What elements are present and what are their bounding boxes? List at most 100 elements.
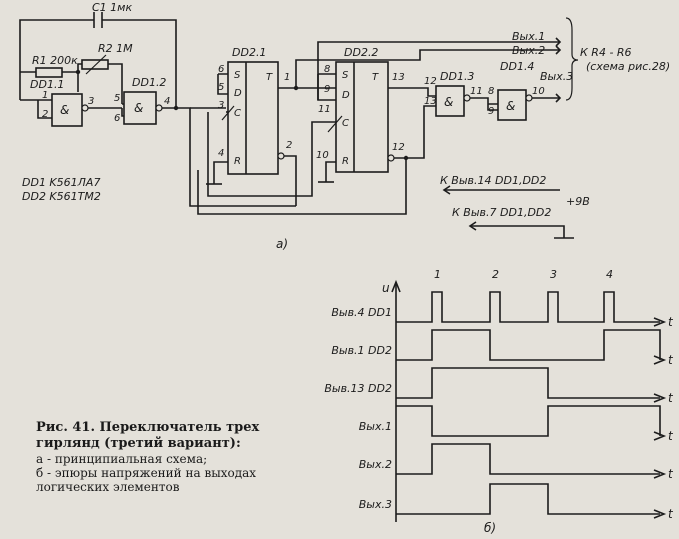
pin-5b: 5 — [218, 82, 224, 93]
c1-wire — [19, 19, 177, 108]
dd1-4-and: & — [506, 99, 515, 113]
pin-2b: 2 — [286, 140, 292, 151]
dd2-2-label: DD2.2 — [344, 46, 378, 59]
dd2-1-c: C — [234, 108, 241, 119]
dd1-2-label: DD1.2 — [132, 76, 166, 89]
out1-label: Вых.1 — [512, 30, 545, 43]
pin-11b: 11 — [470, 86, 483, 97]
r1-label: R1 200к — [32, 54, 78, 67]
parts1-label: DD1 K561ЛА7 — [22, 176, 100, 189]
dd2-2-qbar — [387, 154, 395, 162]
dd1-3-gate — [435, 85, 465, 117]
row-label: Выв.1 DD2 — [331, 344, 392, 357]
sub-a-label: а) — [276, 237, 288, 251]
node — [173, 105, 179, 111]
power-pos-v: +9В — [566, 195, 590, 208]
out-arrows — [555, 37, 562, 103]
pin-2: 2 — [42, 109, 48, 120]
caption-line-b: б - эпюры напряжений на выходах логическ… — [36, 466, 257, 494]
dd1-2-inverter — [155, 104, 163, 112]
pin-6: 6 — [114, 113, 120, 124]
t-axis-arrow — [653, 355, 667, 365]
dd2-2-clk — [207, 112, 336, 197]
dd1-3-out — [470, 97, 498, 111]
u-axis-label: u — [382, 281, 390, 295]
dd1-4-label: DD1.4 — [500, 60, 534, 73]
dd2-2-flipflop — [335, 61, 389, 173]
dd2-1-r: R — [234, 156, 241, 167]
t-axis-label: t — [668, 507, 674, 521]
t-axis-label: t — [668, 353, 674, 367]
dd1-2-inputs — [121, 103, 124, 117]
dd2-1-sd — [217, 73, 228, 95]
to-r-label: К R4 - R6 — [580, 46, 632, 59]
row-label: Выв.4 DD1 — [331, 306, 392, 319]
dd1-3-label: DD1.3 — [440, 70, 474, 83]
pin-13: 13 — [392, 72, 405, 83]
r2-resistor — [81, 59, 109, 70]
pulse-label: 1 — [434, 268, 441, 281]
waveform — [396, 443, 660, 475]
dd2-2-t: T — [372, 72, 379, 83]
row-label: Вых.1 — [359, 420, 392, 433]
dd2-1-qbar — [277, 152, 285, 160]
r1-resistor — [35, 67, 63, 78]
dd2-2-qb-to-and — [406, 105, 436, 159]
dd2-2-q — [388, 87, 436, 97]
dd2-2-fb — [197, 157, 407, 215]
pin-12b: 12 — [424, 76, 437, 87]
r2-arrow — [85, 54, 107, 75]
waveform — [396, 329, 661, 361]
out2-wire — [295, 49, 560, 88]
power-gnd-label: К Выв.7 DD1,DD2 — [452, 206, 551, 219]
dd1-3-and: & — [444, 95, 453, 109]
to-r-sub-label: (схема рис.28) — [586, 60, 670, 73]
caption-line-a: а - принципиальная схема; — [36, 452, 208, 466]
pin-11: 11 — [318, 104, 331, 115]
t-axis-arrow — [653, 469, 667, 479]
dd2-1-r-gnd — [213, 161, 228, 184]
dd1-1-and: & — [60, 103, 69, 117]
caption-title: Рис. 41. Переключатель трех гирлянд (тре… — [36, 420, 260, 451]
pin-9: 9 — [324, 84, 330, 95]
t-axis-arrow — [653, 317, 667, 327]
dd2-2-d: D — [342, 90, 350, 101]
dd2-2-r: R — [342, 156, 349, 167]
t-axis-label: t — [668, 467, 674, 481]
sub-b-label: б) — [484, 521, 496, 535]
r2-wire — [19, 60, 123, 104]
dd2-1-flipflop — [227, 61, 279, 175]
dd2-2-r-gnd — [325, 161, 336, 182]
pin-3b: 3 — [218, 100, 224, 111]
t-axis-arrow — [653, 393, 667, 403]
pin-4b: 4 — [218, 148, 224, 159]
row-label: Выв.13 DD2 — [324, 382, 392, 395]
pin-6b: 6 — [218, 64, 224, 75]
schematic: C1 1мк R1 200к R2 1М & DD1.1 1 2 3 & DD1… — [19, 1, 670, 251]
dd2-2-c-edge — [327, 115, 343, 133]
dd2-1-s: S — [234, 70, 241, 81]
dd2-2-c: C — [342, 118, 349, 129]
dd1-2-out — [162, 107, 296, 207]
pin-9b: 9 — [488, 106, 494, 117]
t-axis-arrow — [653, 509, 667, 519]
out-brace — [565, 17, 579, 101]
out3-label: Вых.3 — [540, 70, 573, 83]
t-axis-label: t — [668, 429, 674, 443]
timing-row: t Выв.1 DD2 — [331, 329, 674, 367]
r2-label: R2 1М — [98, 42, 133, 55]
dd2-1-label: DD2.1 — [232, 46, 266, 59]
pin-3: 3 — [88, 96, 94, 107]
pin-8: 8 — [324, 64, 330, 75]
u-axis-arrow — [391, 279, 401, 293]
pulse-label: 2 — [492, 268, 499, 281]
